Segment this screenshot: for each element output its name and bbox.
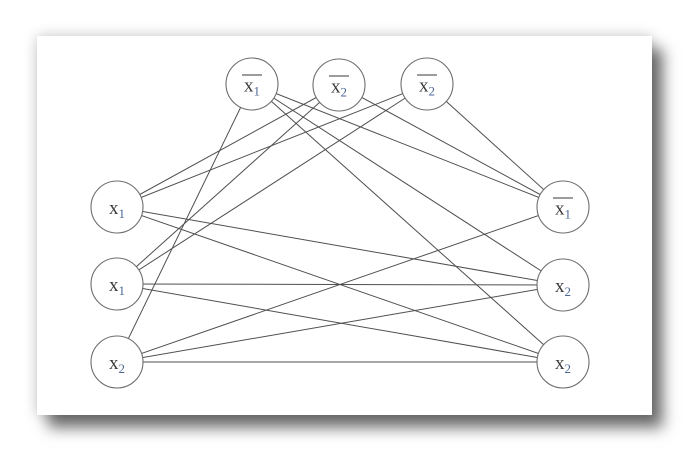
figure-card: x1 x2 x2 x1 x1 x2 x1 x2 x2 xyxy=(37,36,652,415)
nodes-layer xyxy=(90,57,590,389)
node-top-not-x2-a-label: x2 xyxy=(329,75,349,100)
literal: x1 xyxy=(109,198,125,221)
node-left-x2-label: x2 xyxy=(107,353,127,376)
negated-literal: x2 xyxy=(329,75,349,100)
edges-layer xyxy=(116,83,564,363)
node-left-x1-b-circle xyxy=(90,257,144,311)
node-right-x2-a-circle xyxy=(536,258,590,312)
graph-edge-t3-l1 xyxy=(116,83,428,208)
graph-edge-l3-r1 xyxy=(116,206,564,363)
node-right-x2-b-label: x2 xyxy=(553,353,573,376)
node-left-x1-b-label: x1 xyxy=(107,275,127,298)
graph-edge-t1-r2 xyxy=(251,83,564,286)
negated-literal: x1 xyxy=(553,197,573,222)
node-right-x2-b-circle xyxy=(536,335,590,389)
node-left-x2-circle xyxy=(90,335,144,389)
graph-edge-l3-r2 xyxy=(116,284,564,363)
graph-edge-t1-r1 xyxy=(251,83,564,208)
graph-edge-t1-r3 xyxy=(251,83,564,363)
negated-literal: x1 xyxy=(242,74,262,99)
node-right-not-x1-label: x1 xyxy=(553,197,573,222)
node-top-not-x1-label: x1 xyxy=(242,74,262,99)
graph-edge-t2-l2 xyxy=(116,84,340,285)
literal: x1 xyxy=(109,275,125,298)
node-top-not-x2-b-label: x2 xyxy=(417,74,437,99)
graph-edge-t3-r1 xyxy=(426,83,564,208)
node-top-not-x1-circle xyxy=(225,57,279,111)
clique-reduction-graph xyxy=(90,57,590,389)
negated-literal: x2 xyxy=(417,74,437,99)
node-left-x1-a-circle xyxy=(90,180,144,234)
graph-edge-t3-l2 xyxy=(116,83,428,285)
literal: x2 xyxy=(109,353,125,376)
graph-edge-t2-r1 xyxy=(338,84,564,208)
node-top-not-x2-b-circle xyxy=(400,57,454,111)
literal: x2 xyxy=(555,276,571,299)
literal: x2 xyxy=(555,353,571,376)
node-left-x1-a-label: x1 xyxy=(107,198,127,221)
node-right-not-x1-circle xyxy=(536,180,590,234)
node-top-not-x2-a-circle xyxy=(312,58,366,112)
graph-edge-t2-l1 xyxy=(116,84,340,208)
graph-edge-l1-r2 xyxy=(116,206,564,286)
node-right-x2-a-label: x2 xyxy=(553,276,573,299)
